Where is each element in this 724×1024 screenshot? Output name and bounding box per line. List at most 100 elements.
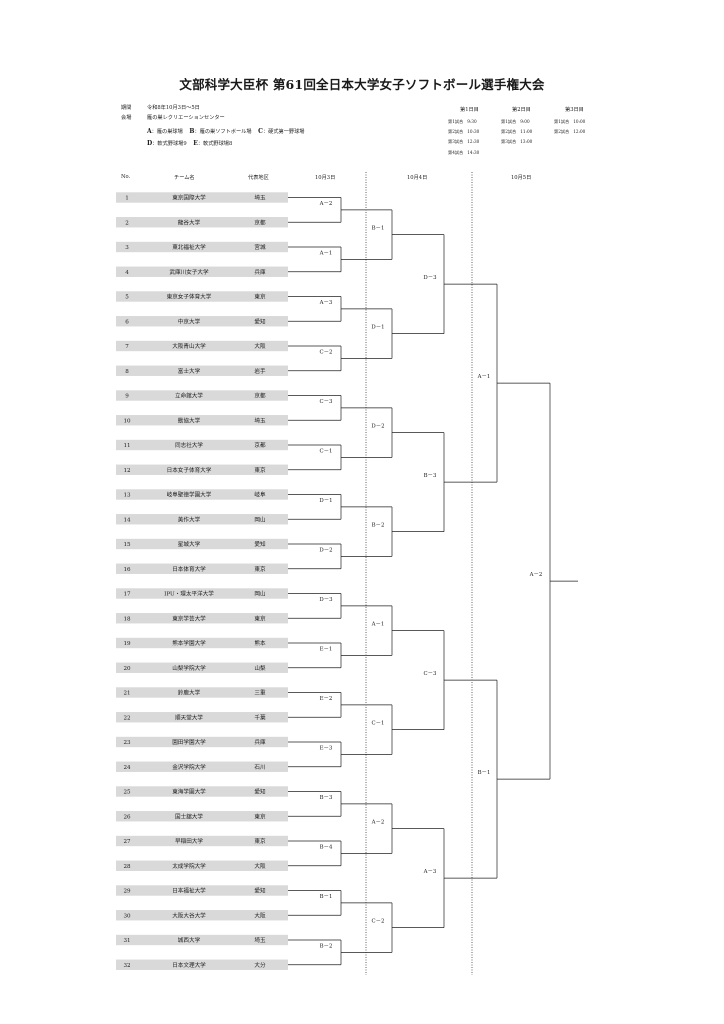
- team-region: 三重: [254, 689, 266, 697]
- team-number: 15: [123, 542, 131, 548]
- team-region: 埼玉: [254, 416, 266, 424]
- round1-match-label: D－1: [319, 498, 332, 504]
- team-row: [116, 217, 288, 228]
- team-region: 石川: [254, 764, 265, 771]
- team-name: 同志社大学: [175, 441, 203, 449]
- team-region: 熊本: [254, 639, 266, 647]
- round1-match-label: B－4: [320, 844, 333, 850]
- team-name: 東北福祉大学: [172, 243, 206, 251]
- team-row: [116, 786, 288, 797]
- team-name: 東京学芸大学: [172, 614, 206, 622]
- round3-match-label: A－3: [423, 869, 437, 875]
- team-region: 千葉: [254, 713, 266, 721]
- team-number: 32: [123, 963, 131, 969]
- round1-match-label: B－1: [320, 894, 333, 900]
- team-name: 富士大学: [178, 367, 201, 375]
- team-number: 19: [123, 641, 131, 647]
- team-region: 東京: [254, 565, 266, 573]
- round3-match-label: D－3: [423, 275, 437, 281]
- semifinal-match-label: B－1: [478, 770, 491, 776]
- venue-value: 雁の巣レクリエーションセンター: [147, 115, 225, 121]
- team-name: 金沢学院大学: [172, 763, 206, 771]
- team-name: 中京大学: [178, 317, 201, 325]
- round1-match-label: E－3: [320, 745, 333, 751]
- schedule-row: 第1試合 10:00: [554, 119, 586, 124]
- team-row: [116, 613, 288, 624]
- final-match-label: A－2: [529, 572, 543, 578]
- venue-legend: A：雁の巣球場 B：雁の巣ソフトボール場 C：硬式第一野球場 D：軟式野球場9 …: [147, 126, 304, 150]
- team-row: [116, 192, 288, 203]
- round2-match-label: C－1: [372, 721, 385, 727]
- col-header-day2: 10月4日: [407, 175, 428, 181]
- team-row: [116, 514, 288, 525]
- team-region: 東京: [254, 812, 266, 820]
- col-header-day1: 10月3日: [315, 175, 336, 181]
- team-number: 31: [123, 938, 130, 944]
- event-info: 期間令和8年10月3日～5日 会場雁の巣レクリエーションセンター: [121, 103, 225, 123]
- team-number: 23: [123, 740, 131, 746]
- round1-match-label: E－1: [320, 646, 333, 652]
- team-number: 7: [125, 344, 129, 350]
- round2-match-label: B－1: [372, 226, 385, 232]
- team-region: 大阪: [254, 862, 266, 870]
- team-row: [116, 316, 288, 327]
- team-region: 大阪: [254, 911, 266, 919]
- col-header-no: No.: [121, 174, 131, 180]
- schedule-row: 第2試合 12:00: [554, 129, 586, 134]
- schedule-row: 第2試合 11:00: [501, 129, 533, 134]
- schedule-row: 第1試合 9:00: [501, 119, 530, 124]
- team-region: 岡山: [254, 515, 265, 523]
- team-number: 4: [125, 270, 129, 276]
- team-row: [116, 266, 288, 277]
- team-number: 24: [123, 765, 131, 771]
- team-number: 28: [123, 864, 131, 870]
- team-number: 13: [123, 493, 131, 499]
- team-name: 龍谷大学: [178, 218, 201, 226]
- venue-row: 会場雁の巣レクリエーションセンター: [121, 113, 225, 123]
- schedule-day1-label: 第1日目: [460, 107, 479, 113]
- team-name: 国士舘大学: [175, 812, 203, 820]
- team-name: 熊本学園大学: [172, 639, 206, 647]
- round2-match-label: B－2: [372, 523, 385, 529]
- team-number: 14: [123, 517, 131, 523]
- team-region: 大阪: [254, 342, 266, 350]
- team-name: 日本体育大学: [172, 565, 206, 573]
- team-row: [116, 588, 288, 599]
- team-number: 20: [123, 666, 131, 672]
- team-row: [116, 637, 288, 649]
- round3-match-label: B－3: [424, 473, 437, 479]
- venue-a: A：雁の巣球場: [147, 128, 183, 135]
- schedule-day3-label: 第3日目: [565, 107, 584, 113]
- team-number: 30: [123, 913, 131, 919]
- team-name: 鈴鹿大学: [178, 689, 201, 697]
- team-row: [116, 885, 288, 896]
- schedule-row: 第3試合 13:00: [501, 139, 533, 144]
- team-row: [116, 736, 288, 748]
- round2-match-label: D－2: [371, 424, 384, 430]
- team-name: 早稲田大学: [175, 837, 203, 845]
- team-number: 18: [123, 616, 131, 622]
- round1-match-label: A－2: [319, 201, 333, 207]
- team-row: [116, 563, 288, 574]
- venue-c: C：硬式第一野球場: [258, 128, 305, 135]
- team-row: [116, 860, 288, 871]
- team-number: 1: [125, 196, 129, 202]
- team-row: [116, 934, 288, 946]
- round1-match-label: C－2: [320, 349, 333, 355]
- team-name: 大阪大谷大学: [172, 911, 206, 919]
- team-region: 埼玉: [254, 194, 266, 202]
- team-region: 兵庫: [254, 268, 266, 276]
- team-name: 獣協大学: [178, 416, 201, 424]
- team-name: 東海学園大学: [172, 788, 206, 796]
- venue-e: E：軟式野球場8: [193, 140, 233, 147]
- team-row: [116, 761, 288, 772]
- team-number: 2: [125, 220, 129, 226]
- round1-match-label: E－2: [320, 696, 333, 702]
- team-row: [116, 464, 288, 475]
- team-region: 京都: [254, 392, 266, 400]
- schedule-row: 第2試合 10:30: [448, 129, 480, 134]
- team-row: [116, 365, 288, 376]
- team-number: 12: [123, 468, 131, 474]
- team-region: 岐阜: [254, 491, 266, 499]
- team-number: 27: [123, 839, 131, 845]
